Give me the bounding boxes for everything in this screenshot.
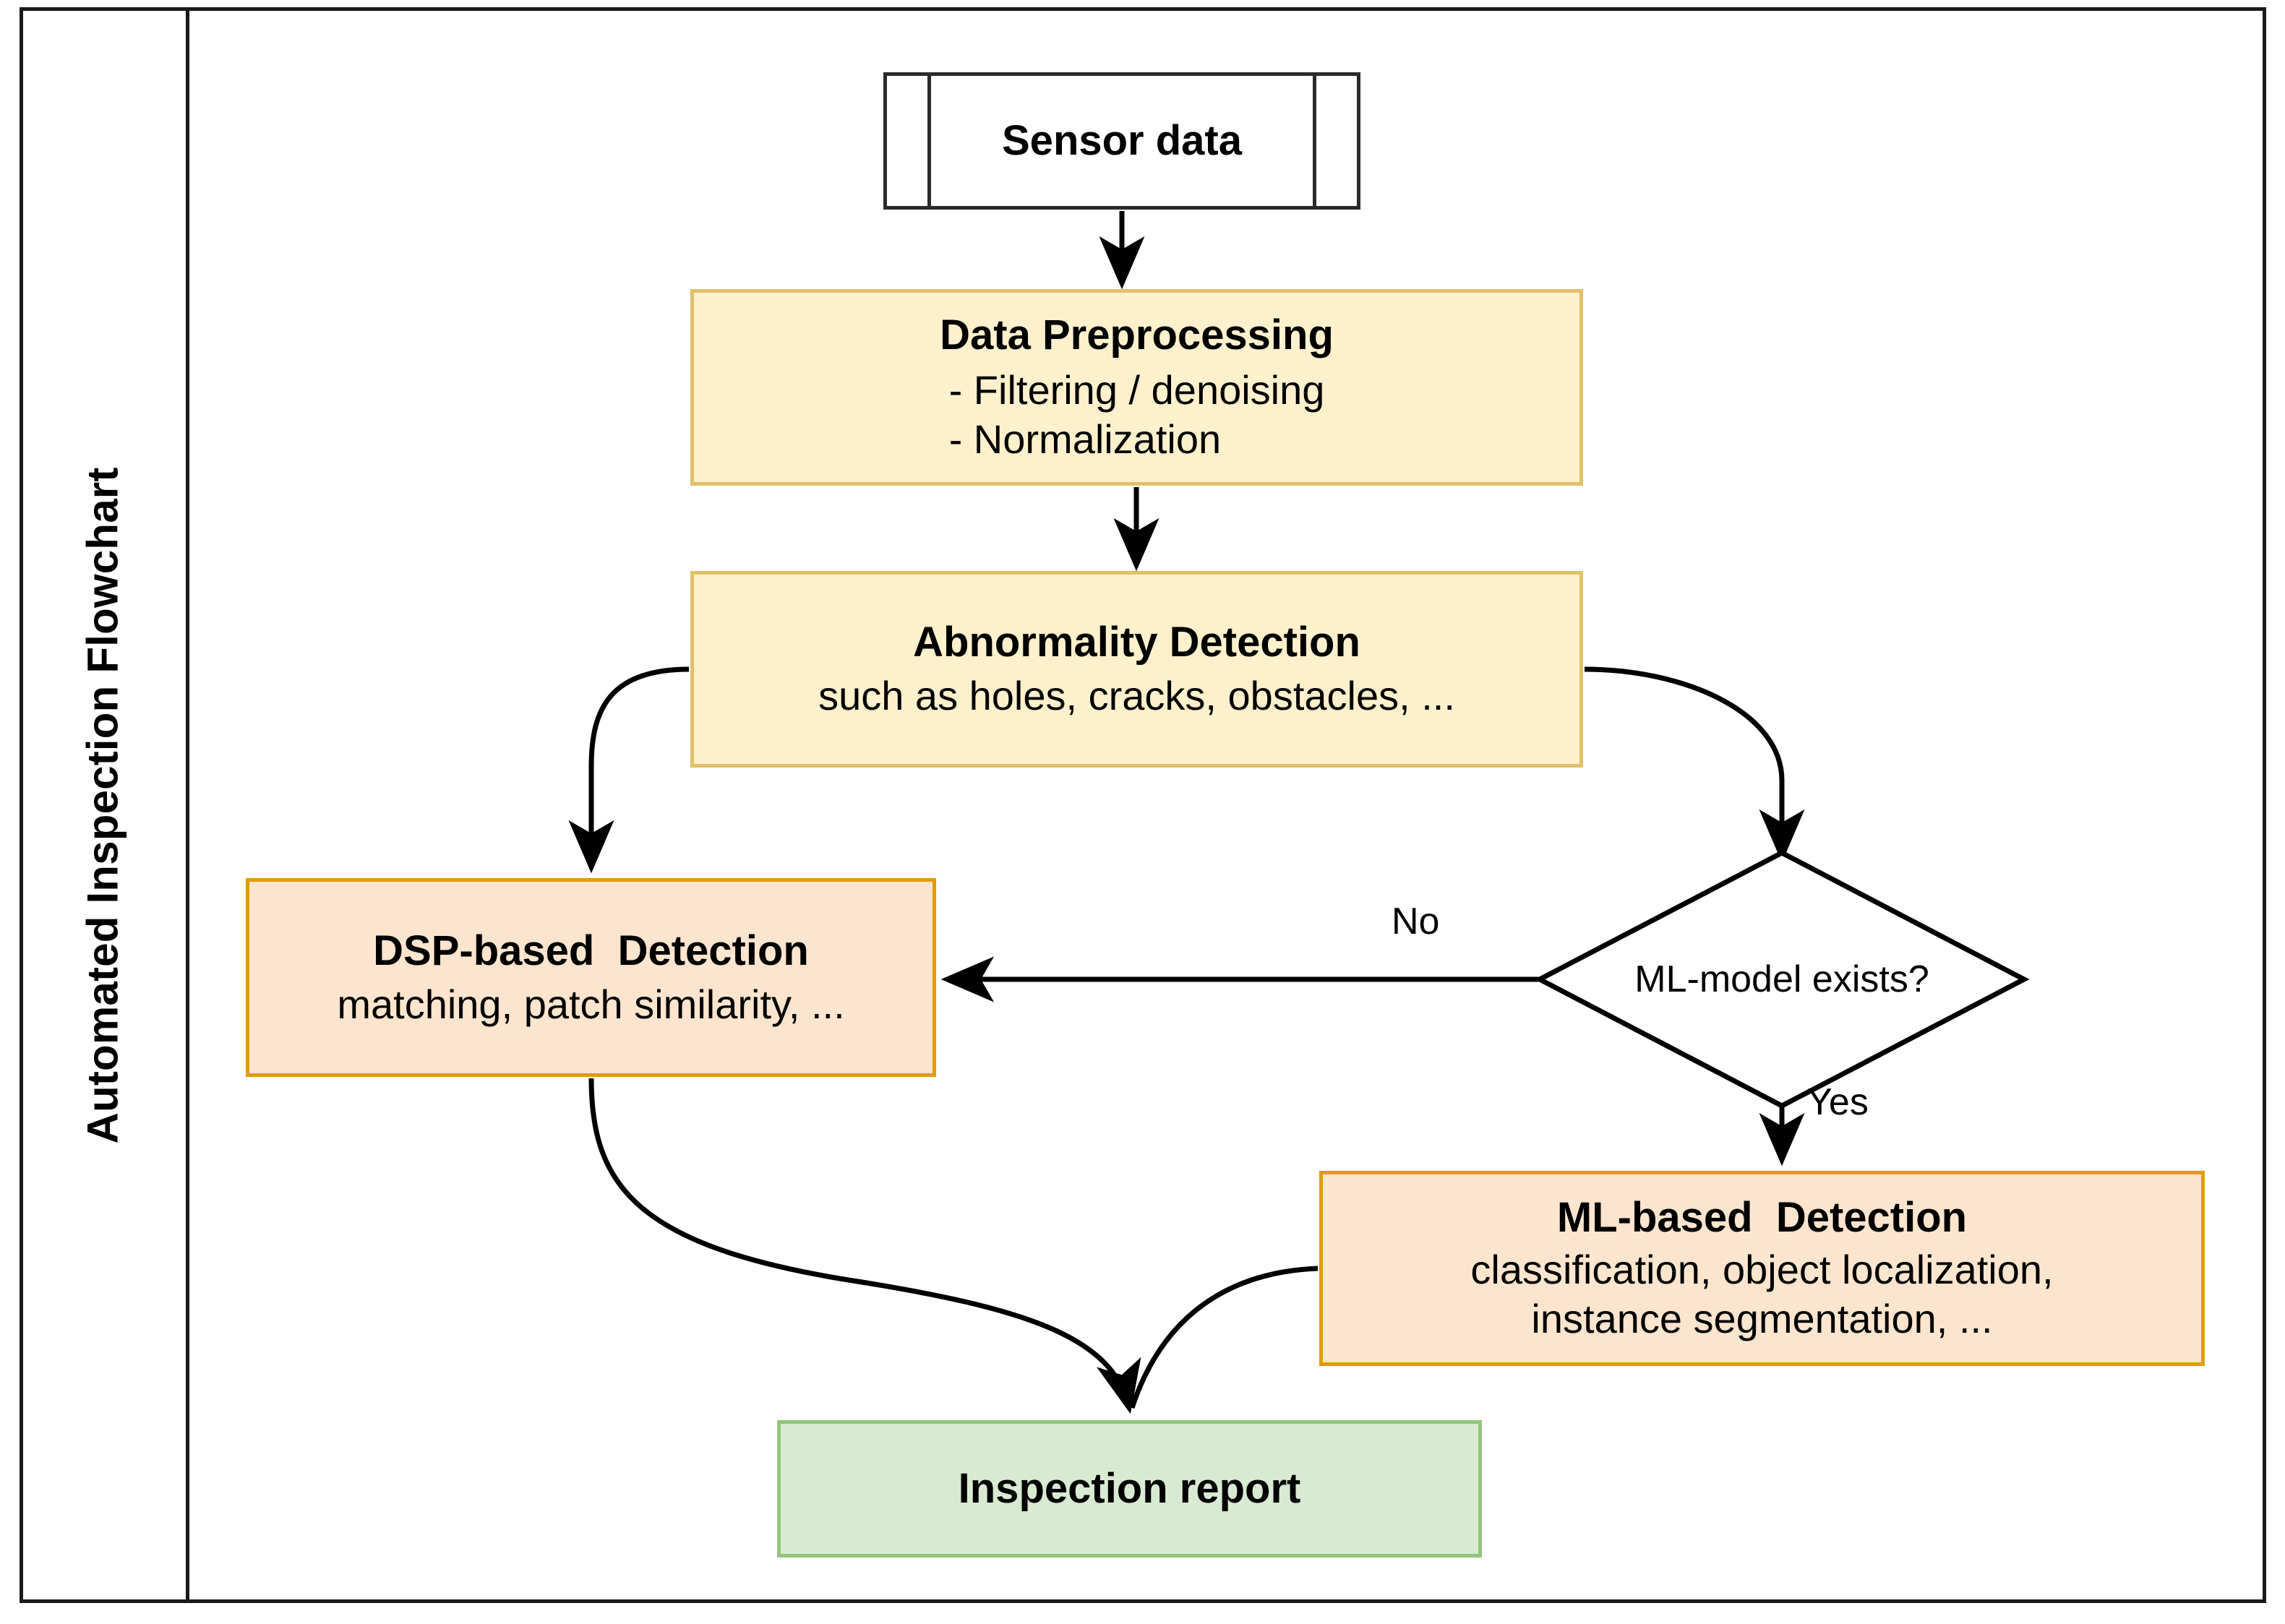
node-inspection-report-title: Inspection report: [958, 1464, 1301, 1512]
node-sensor-data-title: Sensor data: [1002, 116, 1242, 164]
edge-label-yes: Yes: [1807, 1081, 1869, 1123]
node-dsp-based-detection[interactable]: DSP-based Detection matching, patch simi…: [246, 878, 936, 1077]
node-dsp-based-detection-subtitle: matching, patch similarity, ...: [337, 981, 845, 1027]
node-inspection-report[interactable]: Inspection report: [777, 1420, 1482, 1558]
node-dsp-based-detection-title: DSP-based Detection: [373, 927, 809, 974]
node-abnormality-detection-title: Abnormality Detection: [913, 619, 1360, 666]
node-data-preprocessing-lines: - Filtering / denoising - Normalization: [949, 366, 1325, 465]
node-abnormality-detection[interactable]: Abnormality Detection such as holes, cra…: [690, 571, 1583, 768]
node-decision-label: ML-model exists?: [1634, 958, 1929, 1000]
frame-divider: [186, 7, 189, 1603]
node-ml-based-detection-title: ML-based Detection: [1556, 1194, 1968, 1242]
node-abnormality-detection-subtitle: such as holes, cracks, obstacles, ...: [818, 673, 1455, 719]
node-ml-based-detection-line-2: instance segmentation, ...: [1531, 1296, 1993, 1342]
node-data-preprocessing-line-1: - Filtering / denoising: [948, 367, 1325, 413]
node-sensor-data[interactable]: Sensor data: [883, 72, 1360, 210]
page-title: Automated Inspection Flowchart: [78, 466, 127, 1144]
side-title-area: Automated Inspection Flowchart: [20, 7, 186, 1603]
node-ml-based-detection-line-1: classification, object localization,: [1470, 1247, 2054, 1293]
node-data-preprocessing-line-2: - Normalization: [948, 416, 1222, 463]
predefined-process-bar-right: [1313, 76, 1316, 206]
node-data-preprocessing-title: Data Preprocessing: [940, 312, 1334, 359]
node-data-preprocessing[interactable]: Data Preprocessing - Filtering / denoisi…: [690, 289, 1583, 486]
node-ml-based-detection[interactable]: ML-based Detection classification, objec…: [1319, 1171, 2205, 1366]
edge-label-no: No: [1392, 901, 1440, 942]
predefined-process-bar-left: [927, 76, 931, 206]
